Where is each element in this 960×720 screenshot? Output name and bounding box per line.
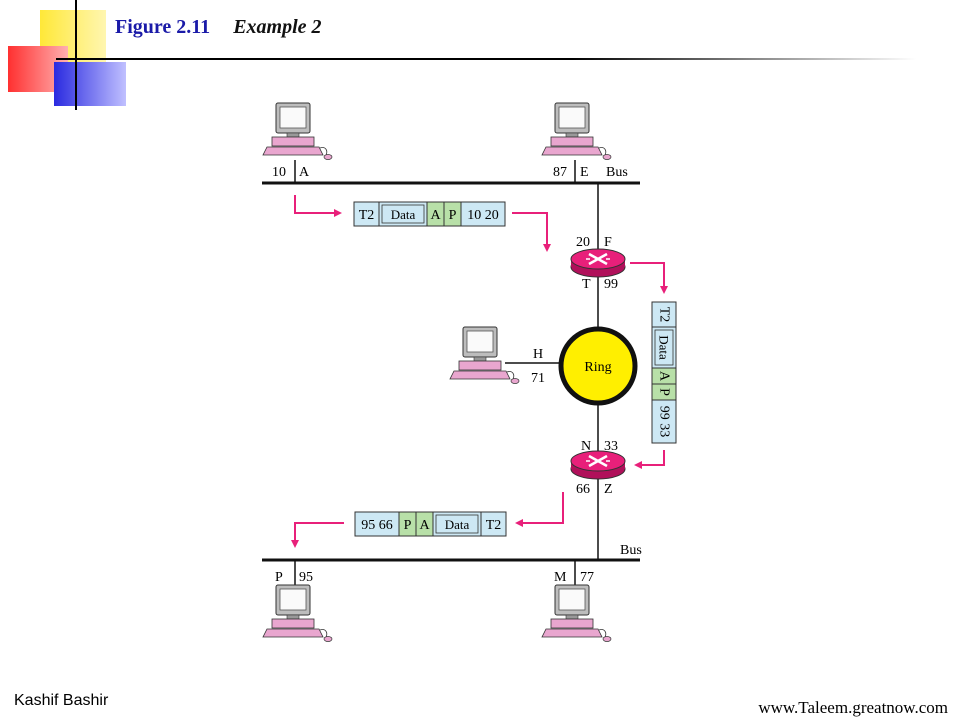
arrow-frame1-to-router1 <box>512 212 551 252</box>
frame-2-trailer: T2 <box>657 307 672 323</box>
router-2-bottom-left: 66 <box>576 482 590 497</box>
frame-3: 95 66 P A Data T2 <box>354 511 507 537</box>
arrow-frame2-to-router2 <box>634 450 665 469</box>
station-p-name: P <box>275 570 283 585</box>
figure-title: Example 2 <box>233 16 322 38</box>
frame-1-data: Data <box>391 207 416 222</box>
frame-2: T2 Data A P 99 33 <box>651 301 677 444</box>
router-1-top-right: F <box>604 235 612 250</box>
frame-3-p: P <box>404 518 412 533</box>
bottom-bus-label: Bus <box>620 543 642 558</box>
station-m-addr: 77 <box>580 570 594 585</box>
frame-1: T2 Data A P 10 20 <box>353 201 506 227</box>
computer-e-icon <box>541 102 612 160</box>
frame-1-p: P <box>449 208 457 223</box>
slide-title: Figure 2.11 Example 2 <box>115 16 322 39</box>
author-name: Kashif Bashir <box>14 692 109 709</box>
station-a-name: A <box>299 165 310 180</box>
station-e-addr: 87 <box>553 165 567 180</box>
router-1-bottom-left: T <box>582 277 591 292</box>
station-m-name: M <box>554 570 567 585</box>
figure-number: Figure 2.11 <box>115 16 211 38</box>
deco-vertical-line <box>75 0 77 110</box>
arrow-frame3-to-p <box>291 522 344 548</box>
router-2-icon <box>569 449 627 481</box>
station-h-addr: 71 <box>531 371 545 386</box>
title-rule <box>56 58 916 60</box>
router-2-bottom-right: Z <box>604 482 613 497</box>
slide-decoration <box>0 0 140 110</box>
frame-2-data: Data <box>657 335 672 360</box>
router-1-top-left: 20 <box>576 235 590 250</box>
website-url: www.Taleem.greatnow.com <box>758 698 948 717</box>
frame-2-p: P <box>657 388 672 396</box>
frame-3-data: Data <box>445 517 470 532</box>
arrow-a-to-frame1 <box>294 195 342 217</box>
frame-3-a: A <box>419 518 430 533</box>
frame-1-trailer: T2 <box>359 208 375 223</box>
deco-blue-square <box>54 62 126 106</box>
frame-3-addrs: 95 66 <box>361 518 393 533</box>
computer-p-icon <box>262 584 333 642</box>
computer-h-icon <box>449 326 520 384</box>
station-h-name: H <box>533 347 543 362</box>
station-a-addr: 10 <box>272 165 286 180</box>
top-bus-label: Bus <box>606 165 628 180</box>
frame-2-addrs: 99 33 <box>657 406 672 438</box>
arrow-router2-to-frame3 <box>515 492 564 527</box>
router-2-top-right: 33 <box>604 439 618 454</box>
arrow-router1-to-frame2 <box>630 262 668 294</box>
router-2-top-left: N <box>581 439 591 454</box>
ring-label: Ring <box>584 360 611 375</box>
frame-2-a: A <box>657 371 672 382</box>
ring-node <box>558 326 638 406</box>
router-1-bottom-right: 99 <box>604 277 618 292</box>
station-p-addr: 95 <box>299 570 313 585</box>
computer-m-icon <box>541 584 612 642</box>
frame-1-a: A <box>430 208 441 223</box>
frame-3-trailer: T2 <box>486 518 502 533</box>
station-e-name: E <box>580 165 589 180</box>
computer-a-icon <box>262 102 333 160</box>
router-1-icon <box>569 247 627 279</box>
frame-1-addrs: 10 20 <box>467 208 499 223</box>
